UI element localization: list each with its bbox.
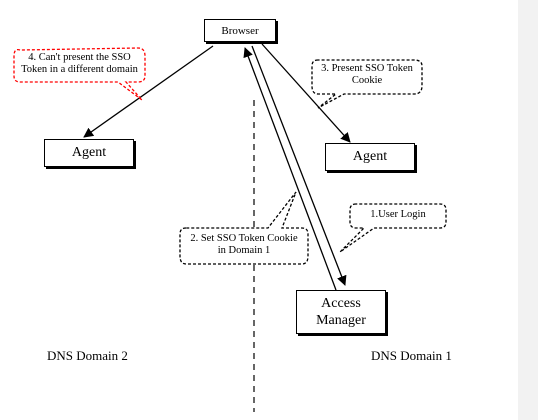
access-manager-label-line1: Access	[321, 296, 361, 311]
callout-step1-shape	[339, 203, 447, 253]
arrow-browser-to-agent-right	[261, 43, 351, 143]
browser-node: Browser	[204, 19, 276, 42]
callout-step4-line2: Token in a different domain	[21, 64, 138, 75]
callout-step4-shape	[13, 47, 146, 101]
agent-left-label: Agent	[71, 145, 107, 160]
right-margin-strip	[518, 0, 538, 420]
callout-step2-shape	[179, 191, 309, 265]
callout-step2-text: 2. Set SSO Token Cookie in Domain 1	[182, 233, 306, 257]
access-manager-label-line2: Manager	[316, 313, 366, 328]
domain-label-left: DNS Domain 2	[47, 348, 128, 363]
arrow-access-manager-to-browser	[243, 47, 337, 291]
arrow-browser-to-access-manager	[251, 45, 347, 286]
callout-step4-text: 4. Can't present the SSO Token in a diff…	[16, 52, 143, 76]
callout-step2-line2: in Domain 1	[217, 245, 271, 256]
browser-label: Browser	[221, 24, 259, 37]
arrow-browser-to-agent-left	[83, 45, 214, 138]
agent-left-node: Agent	[44, 139, 134, 167]
agent-right-label: Agent	[352, 149, 388, 164]
callout-step3-line1: 3. Present SSO Token	[321, 63, 413, 74]
callout-step2-line1: 2. Set SSO Token Cookie	[190, 233, 298, 244]
callout-step1-text: 1.User Login	[352, 209, 444, 221]
callout-step4-line1: 4. Can't present the SSO	[28, 52, 131, 63]
callout-step3-text: 3. Present SSO Token Cookie	[314, 63, 420, 87]
callout-step3-line2: Cookie	[351, 75, 383, 86]
access-manager-node: Access Manager	[296, 290, 386, 334]
domain-label-right: DNS Domain 1	[371, 348, 452, 363]
callout-step3-shape	[311, 59, 423, 109]
callout-step1-line1: 1.User Login	[370, 209, 426, 220]
agent-right-node: Agent	[325, 143, 415, 171]
